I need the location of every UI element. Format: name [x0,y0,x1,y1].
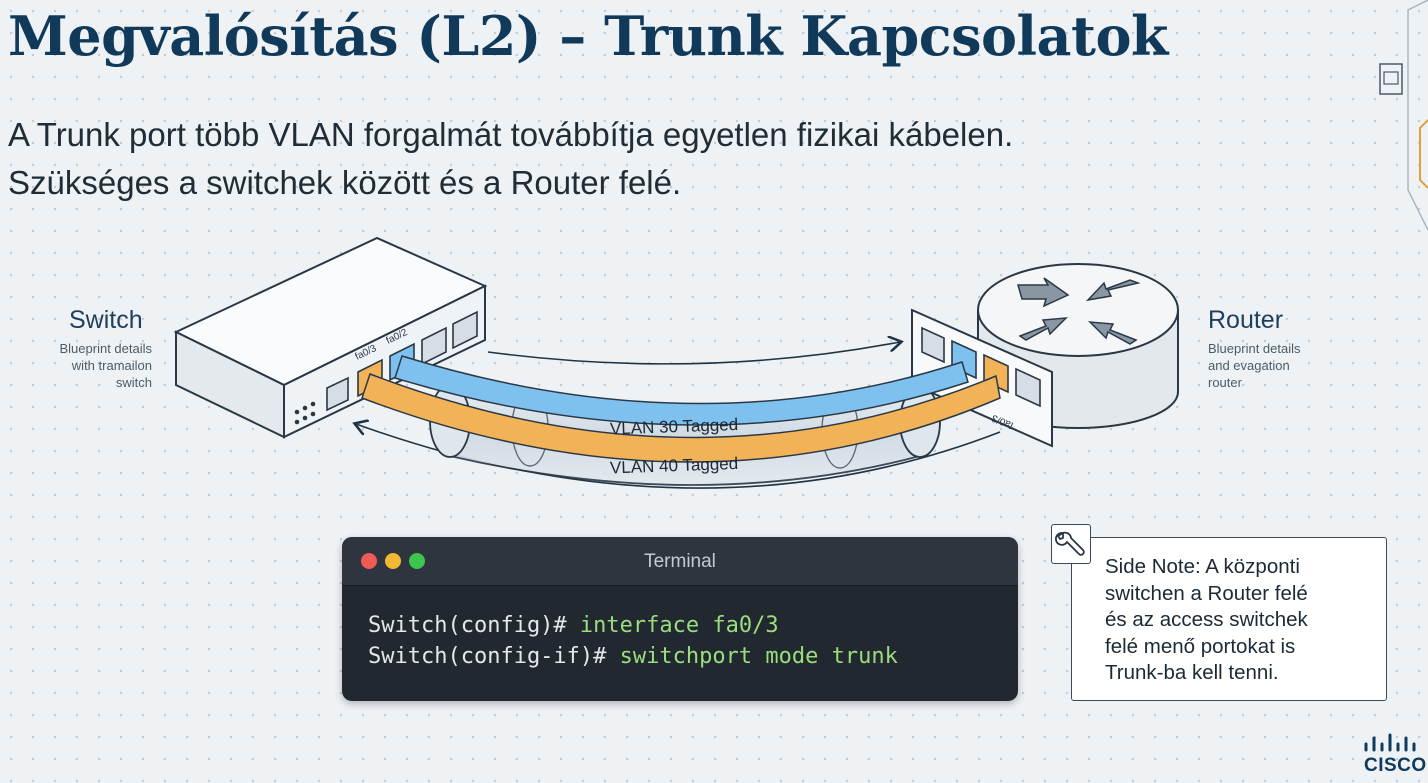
terminal-command: interface fa0/3 [579,613,779,638]
slide-title: Megvalósítás (L2) – Trunk Kapcsolatok [8,4,1168,68]
maximize-window-button[interactable] [409,553,425,569]
close-window-button[interactable] [361,553,377,569]
switch-desc-line: Blueprint details [59,341,153,356]
cisco-bars-icon [1364,733,1416,752]
router-desc-line: Blueprint details [1208,341,1301,356]
vlan30-label: VLAN 30 Tagged [610,415,739,438]
router-desc-line: and evagation [1208,358,1290,373]
edge-decoration [1379,0,1428,231]
switch-description: Blueprint details with tramailon switch [30,340,153,391]
wrench-icon [1051,524,1091,564]
terminal-body[interactable]: Switch(config)# interface fa0/3 Switch(c… [342,586,1018,672]
router-desc-line: router [1208,375,1242,390]
subtitle-line-2: Szükséges a switchek között és a Router … [8,164,682,201]
router-device: fa0/3 [911,263,1179,448]
terminal-line: Switch(config-if)# switchport mode trunk [368,641,1018,672]
switch-label: Switch [69,306,143,334]
switch-desc-line: switch [115,375,152,390]
terminal-window: Terminal Switch(config)# interface fa0/3… [342,537,1018,701]
vlan40-label: VLAN 40 Tagged [610,454,739,477]
terminal-title: Terminal [644,551,716,572]
terminal-prompt: Switch(config-if)# [368,644,620,669]
side-note-line: Side Note: A központi [1105,555,1300,578]
side-note-line: felé menő portokat is [1105,634,1296,658]
forward-direction-arrow [487,342,900,365]
terminal-prompt: Switch(config)# [368,613,580,638]
minimize-window-button[interactable] [385,553,401,569]
side-note-box: Side Note: A központi switchen a Router … [1071,537,1387,701]
vlan30-stream [394,355,969,426]
side-note-line: switchen a Router felé [1105,581,1308,605]
cisco-logo-text: CISCO [1364,755,1427,776]
router-arrows-icon [1017,277,1141,345]
vlan40-stream [361,373,1001,463]
side-note-text: Side Note: A központi switchen a Router … [1105,554,1375,687]
terminal-title-bar: Terminal [342,537,1018,586]
terminal-command: switchport mode trunk [619,644,898,669]
trunk-diagram: fa0/3 fa0/2 fa0/3 VLAN 30 Tagged VLAN 40… [173,236,1179,489]
subtitle-line-1: A Trunk port több VLAN forgalmát továbbí… [8,116,1014,153]
cisco-logo: CISCO [1360,732,1426,776]
router-label: Router [1208,306,1284,334]
switch-desc-line: with tramailon [71,358,152,373]
side-note-line: és az access switchek [1105,608,1308,631]
side-note-line: Trunk-ba kell tenni. [1105,661,1279,684]
router-description: Blueprint details and evagation router [1208,340,1338,391]
terminal-line: Switch(config)# interface fa0/3 [368,610,1018,641]
